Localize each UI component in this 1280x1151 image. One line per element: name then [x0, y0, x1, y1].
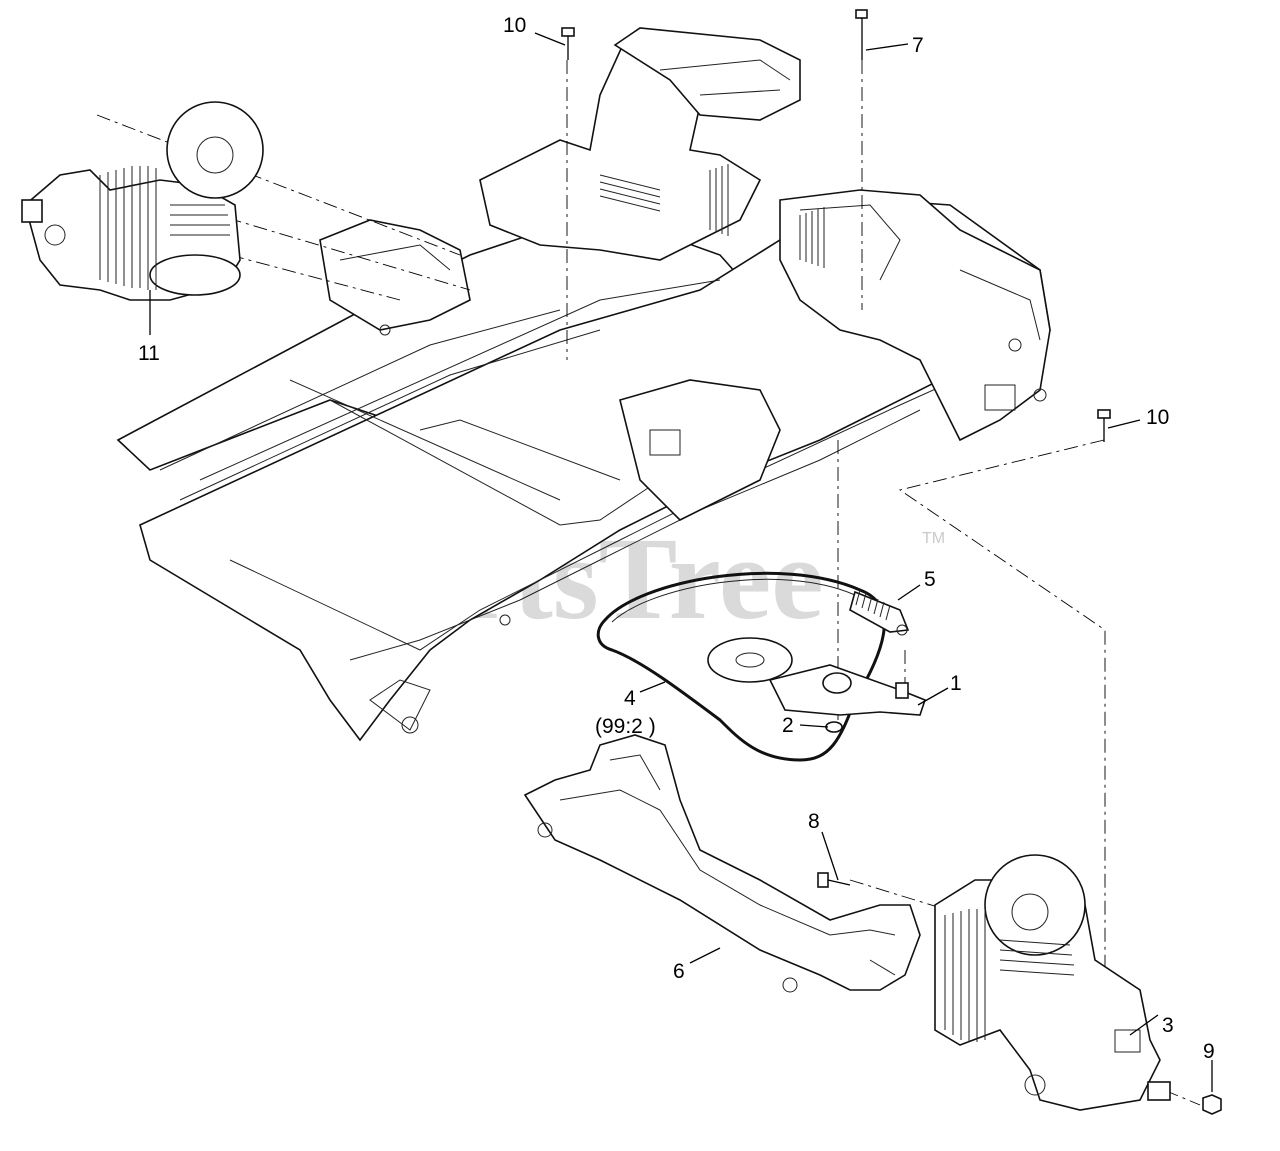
watermark-trademark: TM: [922, 530, 945, 547]
callout-6: 6: [673, 960, 685, 983]
callout-4-qty: (99:2 ): [595, 715, 656, 738]
transaxle-left-part: [21, 101, 264, 301]
chassis-frame: [116, 27, 1051, 742]
assembly-lines: [96, 60, 1201, 1106]
transaxle-right-part: [934, 854, 1171, 1111]
callout-7: 7: [912, 34, 924, 57]
nut-2-part: [825, 721, 843, 733]
bolt-7-part: [855, 9, 868, 60]
nut-9-part: [1202, 1094, 1222, 1115]
drive-belt-part: [596, 571, 886, 762]
axle-carrier-part: [523, 734, 921, 993]
callout-2: 2: [782, 714, 794, 737]
bolt-10a-part: [561, 27, 575, 60]
leader-lines: [149, 32, 1213, 1092]
callout-4: 4: [624, 687, 636, 710]
callout-1: 1: [950, 672, 962, 695]
callout-5: 5: [924, 568, 936, 591]
callout-9: 9: [1203, 1040, 1215, 1063]
callout-3: 3: [1162, 1014, 1174, 1037]
extension-spring-part: [849, 589, 910, 636]
bolt-8-part: [817, 872, 851, 888]
callout-11: 11: [138, 342, 160, 365]
callout-8: 8: [808, 810, 820, 833]
callout-10-right: 10: [1146, 406, 1169, 429]
idler-pulley-part: [707, 637, 926, 716]
bolt-10b-part: [1097, 409, 1111, 442]
callout-10-top: 10: [503, 14, 526, 37]
